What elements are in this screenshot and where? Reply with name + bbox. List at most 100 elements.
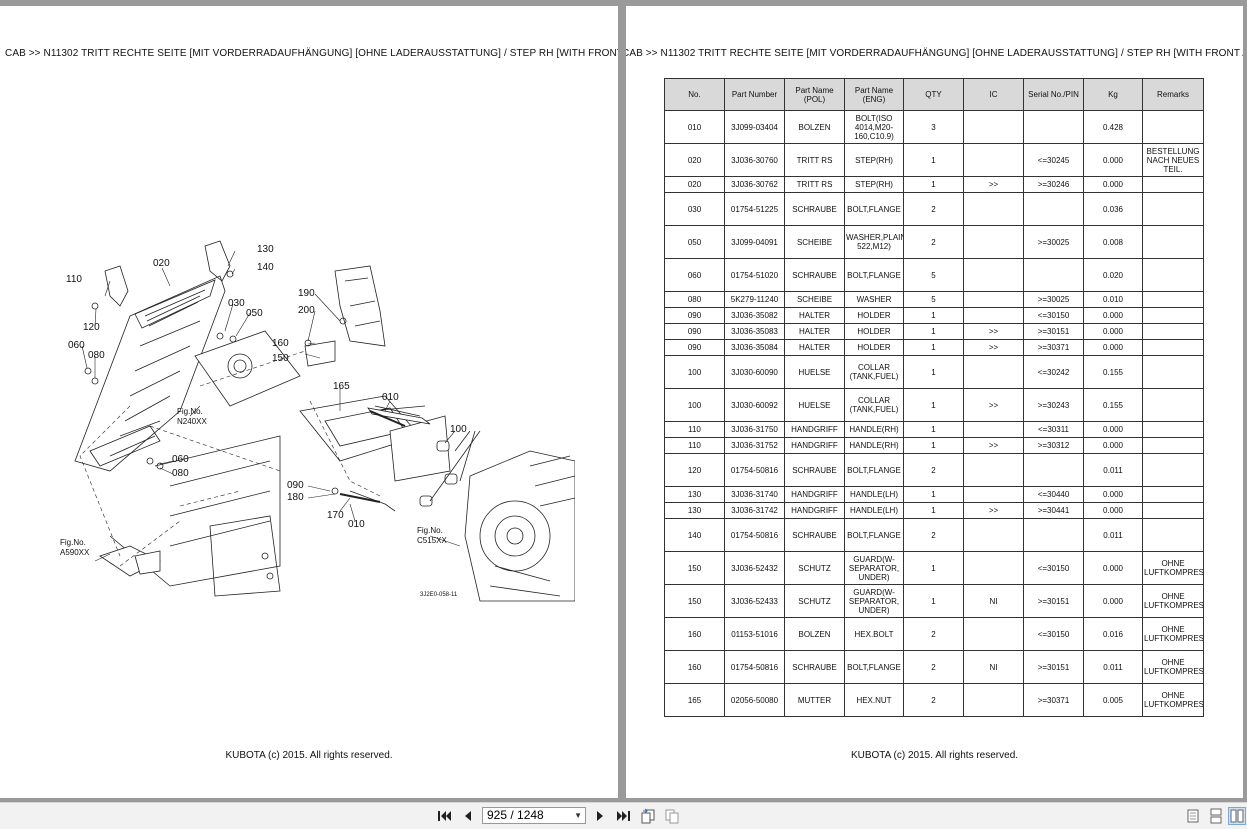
table-cell <box>963 258 1024 292</box>
table-cell: HALTER <box>784 307 845 324</box>
table-cell: GUARD(W-SEPARATOR, UNDER) <box>844 551 904 585</box>
table-cell: >=30312 <box>1023 437 1084 454</box>
table-cell <box>1142 192 1204 226</box>
table-cell <box>963 551 1024 585</box>
table-cell: 3J036-31740 <box>724 486 785 503</box>
table-cell: 3J036-31742 <box>724 502 785 519</box>
table-cell: 3J099-03404 <box>724 110 785 144</box>
table-cell: >=30025 <box>1023 225 1084 259</box>
table-cell: 3J036-30762 <box>724 176 785 193</box>
callout-020: 020 <box>153 258 170 269</box>
table-cell: BOLZEN <box>784 617 845 651</box>
table-cell: 0.005 <box>1083 683 1143 717</box>
facing-pages-view-icon[interactable] <box>1228 807 1246 825</box>
page-number-select[interactable]: 925 / 1248 ▼ <box>482 807 586 824</box>
table-cell: 3J036-35083 <box>724 323 785 340</box>
table-cell: 1 <box>903 486 964 503</box>
navigate-back-icon[interactable] <box>638 807 658 825</box>
column-header: QTY <box>903 78 964 111</box>
table-cell: 5K279-11240 <box>724 291 785 308</box>
column-header: Part Name (POL) <box>784 78 845 111</box>
table-cell: BOLT,FLANGE <box>844 258 904 292</box>
callout-010: 010 <box>382 392 399 403</box>
table-cell: 3J030-60090 <box>724 355 785 389</box>
callout-010-lower: 010 <box>348 519 365 530</box>
first-page-icon[interactable] <box>436 807 454 825</box>
table-cell <box>1142 225 1204 259</box>
table-cell: BOLZEN <box>784 110 845 144</box>
table-cell: 090 <box>664 307 725 324</box>
table-cell: 3J030-60092 <box>724 388 785 422</box>
previous-page-icon[interactable] <box>460 807 476 825</box>
table-cell: <=30150 <box>1023 307 1084 324</box>
callout-120: 120 <box>83 322 100 333</box>
table-cell: 5 <box>903 291 964 308</box>
table-cell <box>963 617 1024 651</box>
table-cell: 100 <box>664 355 725 389</box>
table-cell: SCHUTZ <box>784 551 845 585</box>
table-cell: SCHEIBE <box>784 291 845 308</box>
table-cell: 2 <box>903 192 964 226</box>
table-cell <box>1142 421 1204 438</box>
table-cell: 160 <box>664 617 725 651</box>
table-cell: <=30311 <box>1023 421 1084 438</box>
table-cell: 0.000 <box>1083 323 1143 340</box>
table-cell <box>1142 486 1204 503</box>
table-cell <box>1142 307 1204 324</box>
table-cell: 0.036 <box>1083 192 1143 226</box>
table-cell <box>1142 339 1204 356</box>
table-cell: 1 <box>903 437 964 454</box>
table-cell: MUTTER <box>784 683 845 717</box>
fig-ref-c515xx: C515XX <box>417 536 447 545</box>
table-cell: STEP(RH) <box>844 143 904 177</box>
callout-080: 080 <box>88 350 105 361</box>
table-cell: 130 <box>664 486 725 503</box>
navigate-forward-icon[interactable] <box>662 807 682 825</box>
copyright-footer: KUBOTA (c) 2015. All rights reserved. <box>850 750 1019 761</box>
table-cell: 01153-51016 <box>724 617 785 651</box>
continuous-view-icon[interactable] <box>1207 807 1225 825</box>
table-cell: 0.000 <box>1083 502 1143 519</box>
table-cell <box>963 291 1024 308</box>
table-cell: 1 <box>903 502 964 519</box>
table-cell: OHNE LUFTKOMPRESSOR <box>1142 617 1204 651</box>
table-cell: OHNE LUFTKOMPRESSOR <box>1142 551 1204 585</box>
table-cell: 130 <box>664 502 725 519</box>
table-cell: OHNE LUFTKOMPRESSOR <box>1142 683 1204 717</box>
table-cell: BOLT,FLANGE <box>844 518 904 552</box>
table-cell: 3J036-31750 <box>724 421 785 438</box>
copyright-footer: KUBOTA (c) 2015. All rights reserved. <box>225 750 393 761</box>
table-cell <box>963 486 1024 503</box>
table-cell: >=30246 <box>1023 176 1084 193</box>
parts-table: No. Part Number Part Name (POL) Part Nam… <box>664 78 1204 717</box>
single-page-view-icon[interactable] <box>1184 807 1202 825</box>
table-cell: 3J036-52433 <box>724 584 785 618</box>
table-cell: STEP(RH) <box>844 176 904 193</box>
table-cell: SCHRAUBE <box>784 258 845 292</box>
column-header: Part Name (ENG) <box>844 78 904 111</box>
table-cell: 3J099-04091 <box>724 225 785 259</box>
table-cell: 1 <box>903 584 964 618</box>
callout-090: 090 <box>287 480 304 491</box>
table-header-row: No. Part Number Part Name (POL) Part Nam… <box>664 78 1204 111</box>
table-cell <box>963 683 1024 717</box>
callout-190: 190 <box>298 288 315 299</box>
table-cell: <=30245 <box>1023 143 1084 177</box>
table-cell: SCHRAUBE <box>784 518 845 552</box>
table-cell: >=30151 <box>1023 650 1084 684</box>
table-cell: 01754-50816 <box>724 453 785 487</box>
last-page-icon[interactable] <box>614 807 632 825</box>
callout-150: 150 <box>272 353 289 364</box>
table-cell <box>963 143 1024 177</box>
table-cell: SCHRAUBE <box>784 453 845 487</box>
table-cell: >=30441 <box>1023 502 1084 519</box>
table-cell: <=30440 <box>1023 486 1084 503</box>
next-page-icon[interactable] <box>592 807 608 825</box>
table-cell: 1 <box>903 323 964 340</box>
table-cell <box>1142 291 1204 308</box>
